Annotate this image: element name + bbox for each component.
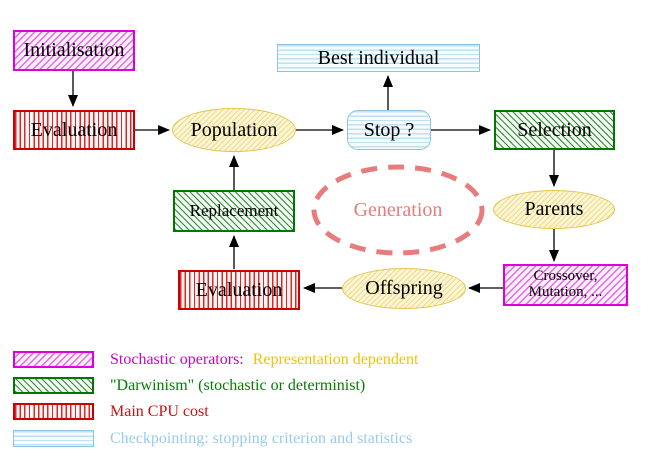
node-replacement: Replacement: [173, 190, 295, 232]
generation-label: Generation: [353, 199, 443, 221]
node-best-individual-label: Best individual: [317, 46, 440, 69]
node-population: Population: [172, 108, 296, 152]
generation-dashed-ellipse: [311, 164, 485, 256]
node-selection-label: Selection: [517, 118, 592, 141]
node-crossover-mutation: Crossover, Mutation, ...: [503, 264, 628, 306]
node-evaluation-top: Evaluation: [13, 110, 135, 150]
node-evaluation-bottom: Evaluation: [178, 270, 300, 310]
node-evaluation-top-label: Evaluation: [30, 118, 118, 141]
legend-text-representation: Representation dependent: [252, 351, 419, 368]
node-initialisation-label: Initialisation: [23, 39, 125, 61]
node-crossover-mutation-label: Crossover, Mutation, ...: [528, 268, 603, 301]
node-offspring-label: Offspring: [365, 277, 443, 299]
node-initialisation: Initialisation: [13, 30, 135, 71]
crossover-line2: Mutation, ...: [528, 284, 603, 300]
node-offspring: Offspring: [342, 268, 466, 309]
legend-swatch-stochastic-operators: [13, 351, 94, 368]
node-parents: Parents: [493, 190, 615, 229]
node-stop: Stop ?: [347, 110, 431, 150]
legend-label-cpu-cost: Main CPU cost: [110, 403, 209, 420]
legend-label-checkpointing: Checkpointing: stopping criterion and st…: [110, 430, 413, 447]
node-stop-label: Stop ?: [363, 118, 415, 141]
legend-label-darwinism: "Darwinism" (stochastic or determinist): [110, 377, 366, 394]
legend-swatch-darwinism: [13, 377, 94, 394]
legend-label-stochastic-operators: Stochastic operators: Representation depe…: [110, 351, 418, 368]
node-parents-label: Parents: [524, 198, 584, 220]
crossover-line1: Crossover,: [533, 268, 598, 285]
node-selection: Selection: [494, 110, 615, 150]
legend-text-stochastic: Stochastic operators:: [110, 351, 244, 368]
legend-swatch-checkpointing: [13, 430, 94, 447]
node-replacement-label: Replacement: [189, 201, 279, 221]
legend-swatch-cpu-cost: [13, 403, 94, 420]
node-evaluation-bottom-label: Evaluation: [195, 278, 283, 301]
node-best-individual: Best individual: [277, 44, 480, 72]
node-population-label: Population: [190, 118, 278, 141]
